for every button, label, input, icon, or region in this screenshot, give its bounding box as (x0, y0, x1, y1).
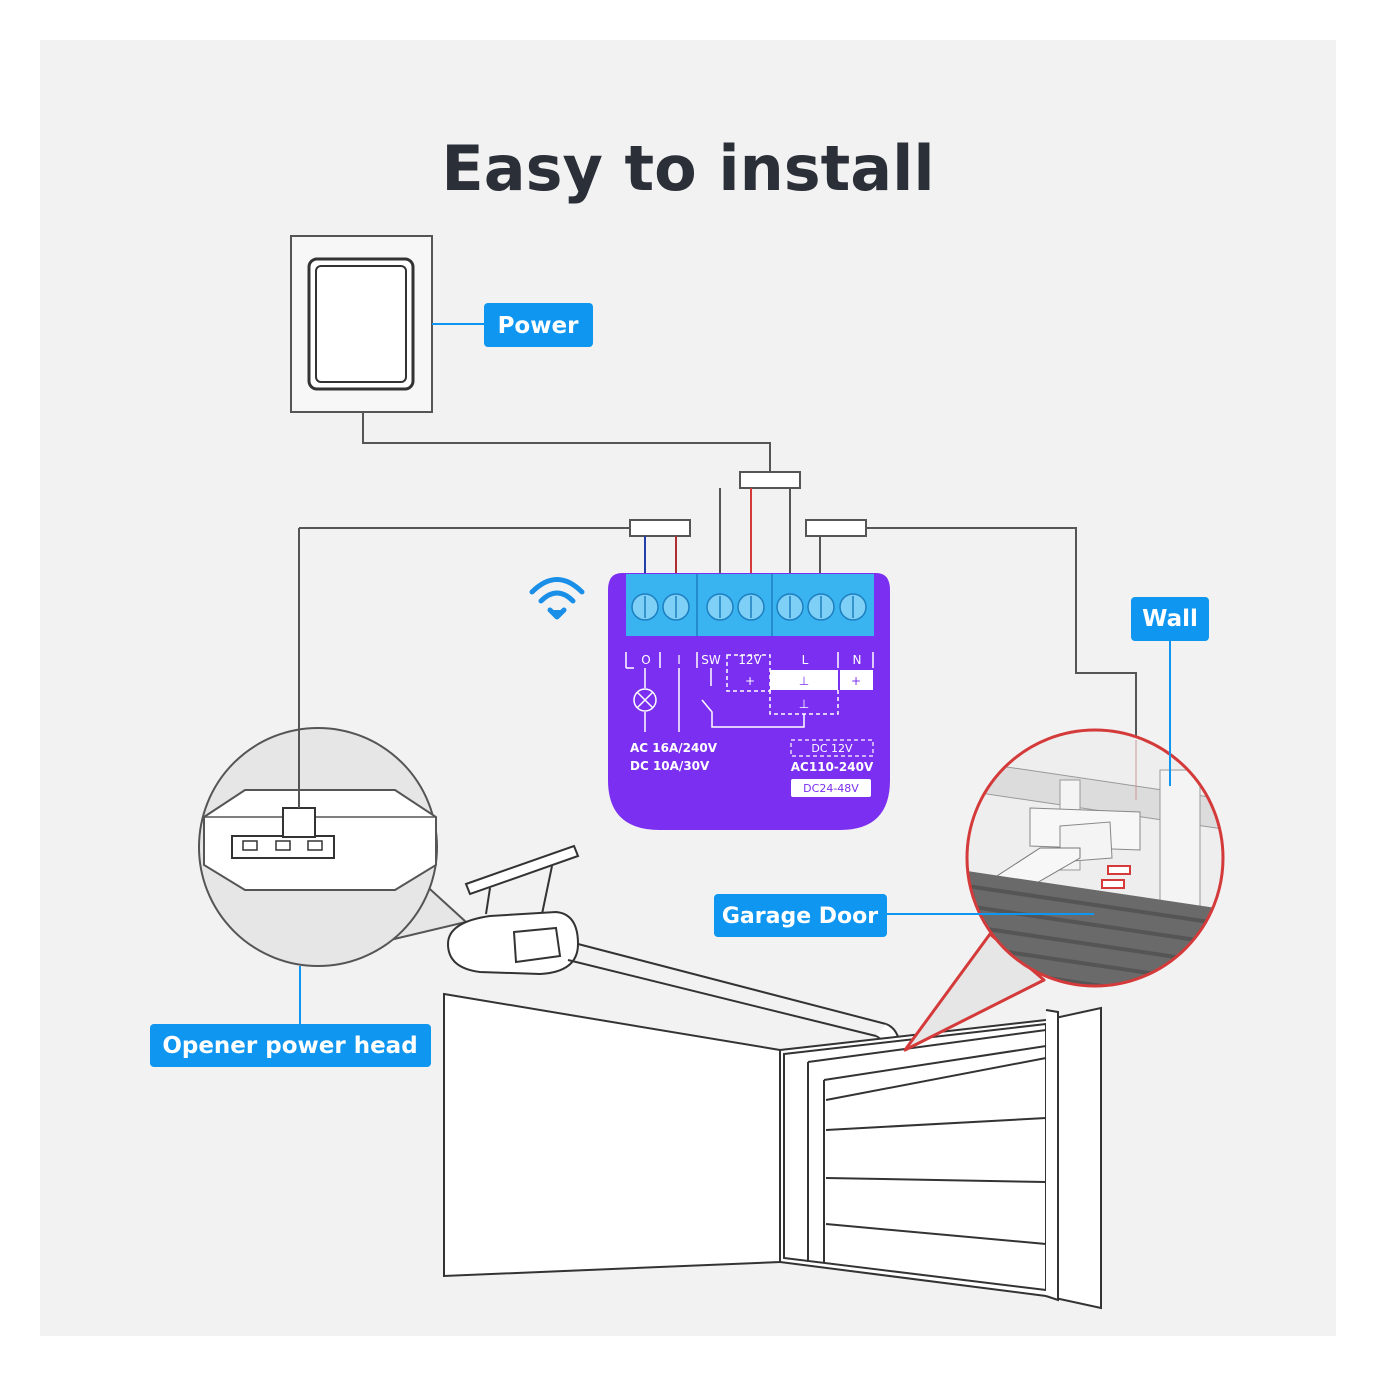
plus-n-symbol: + (851, 674, 861, 688)
terminal-l-label: L (802, 653, 809, 667)
wiring (298, 412, 1137, 808)
rating-dc: DC 10A/30V (630, 759, 710, 773)
plus-12v-symbol: + (745, 674, 755, 688)
supply-dc12: DC 12V (811, 742, 853, 755)
wifi-icon (529, 577, 585, 620)
garage-structure (443, 992, 1102, 1310)
power-label: Power (484, 303, 593, 347)
garage-door-label: Garage Door (714, 894, 887, 937)
terminal-o-label: O (641, 653, 650, 667)
page-title: Easy to install (441, 132, 934, 205)
wall-label-text: Wall (1142, 606, 1198, 632)
power-supply-icon (290, 235, 433, 413)
opener-label: Opener power head (150, 1024, 431, 1067)
garage-opener (446, 844, 902, 1062)
rating-ac: AC 16A/240V (630, 741, 718, 755)
supply-ac: AC110-240V (791, 760, 874, 774)
terminal-12v-label: 12V (738, 653, 762, 667)
smart-relay-module: O I SW 12V L N ⊥ + + ⊥ AC 16A/ (608, 573, 890, 830)
supply-dc24: DC24-48V (803, 782, 859, 795)
ground-bottom-symbol: ⊥ (799, 697, 809, 711)
garage-door-label-text: Garage Door (722, 904, 878, 929)
opener-callout (198, 528, 469, 967)
wall-label: Wall (1131, 597, 1209, 641)
opener-label-text: Opener power head (162, 1033, 417, 1059)
power-label-text: Power (498, 313, 580, 339)
terminal-n-label: N (853, 653, 862, 667)
garage-door-callout (903, 728, 1225, 1052)
ground-l-symbol: ⊥ (799, 674, 809, 688)
terminal-i-label: I (677, 653, 681, 667)
reed-sensor (1101, 865, 1131, 889)
terminal-sw-label: SW (701, 653, 721, 667)
lamp-icon (633, 688, 657, 712)
